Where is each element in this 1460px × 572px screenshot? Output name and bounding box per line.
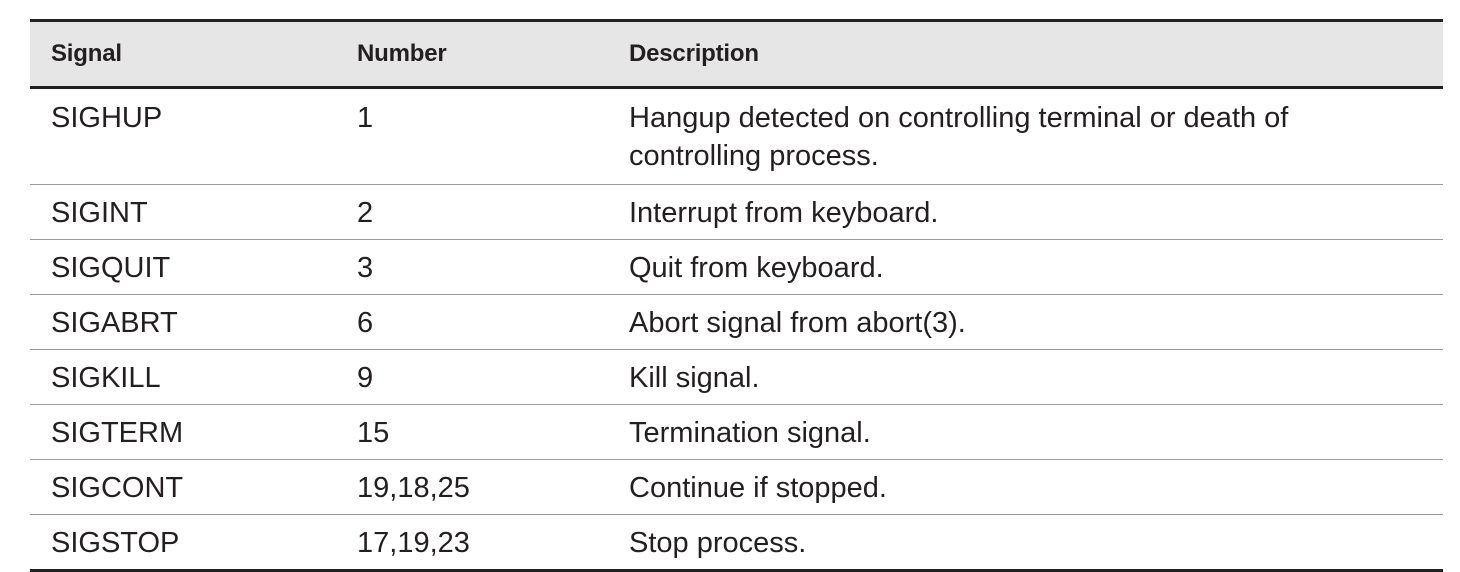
table-row: SIGCONT 19,18,25 Continue if stopped. — [30, 459, 1443, 515]
table-row: SIGKILL 9 Kill signal. — [30, 349, 1443, 405]
cell-description: Interrupt from keyboard. — [608, 184, 1443, 240]
cell-number: 19,18,25 — [336, 459, 608, 515]
cell-number: 2 — [336, 184, 608, 240]
table-row: SIGSTOP 17,19,23 Stop process. — [30, 514, 1443, 572]
cell-signal: SIGQUIT — [30, 239, 336, 295]
cell-description: Termination signal. — [608, 404, 1443, 460]
table-row: SIGHUP 1 Hangup detected on controlling … — [30, 87, 1443, 185]
cell-number: 1 — [336, 87, 608, 185]
cell-signal: SIGSTOP — [30, 514, 336, 572]
table-header: Signal Number Description — [30, 20, 1443, 88]
header-number: Number — [357, 40, 447, 67]
signals-table-container: Signal Number Description SIGHUP 1 Hangu… — [30, 19, 1443, 572]
cell-description: Quit from keyboard. — [608, 239, 1443, 295]
cell-signal: SIGABRT — [30, 294, 336, 350]
header-row: Signal Number Description — [30, 20, 1443, 88]
cell-signal: SIGCONT — [30, 459, 336, 515]
cell-description: Hangup detected on controlling terminal … — [608, 87, 1443, 185]
cell-number: 3 — [336, 239, 608, 295]
cell-description: Stop process. — [608, 514, 1443, 572]
signals-table: Signal Number Description SIGHUP 1 Hangu… — [30, 19, 1443, 572]
cell-number: 9 — [336, 349, 608, 405]
header-signal: Signal — [51, 40, 122, 67]
cell-signal: SIGINT — [30, 184, 336, 240]
cell-signal: SIGKILL — [30, 349, 336, 405]
table-row: SIGABRT 6 Abort signal from abort(3). — [30, 294, 1443, 350]
table-row: SIGINT 2 Interrupt from keyboard. — [30, 184, 1443, 240]
cell-number: 17,19,23 — [336, 514, 608, 572]
cell-number: 15 — [336, 404, 608, 460]
cell-signal: SIGTERM — [30, 404, 336, 460]
table-body: SIGHUP 1 Hangup detected on controlling … — [30, 87, 1443, 572]
cell-number: 6 — [336, 294, 608, 350]
cell-description: Kill signal. — [608, 349, 1443, 405]
table-row: SIGQUIT 3 Quit from keyboard. — [30, 239, 1443, 295]
cell-description: Continue if stopped. — [608, 459, 1443, 515]
table-row: SIGTERM 15 Termination signal. — [30, 404, 1443, 460]
header-description: Description — [629, 40, 759, 67]
cell-description: Abort signal from abort(3). — [608, 294, 1443, 350]
cell-signal: SIGHUP — [30, 87, 336, 185]
